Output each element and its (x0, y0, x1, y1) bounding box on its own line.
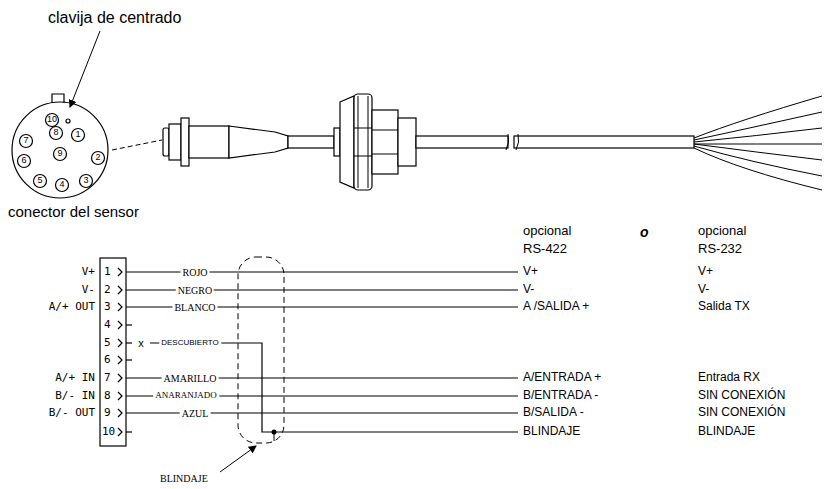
leader-line (220, 446, 256, 472)
pin-number: 8 (104, 390, 111, 402)
plug-body (163, 94, 694, 190)
pin-number: 5 (104, 337, 111, 349)
plug-detail (354, 96, 519, 188)
pin-number: 9 (104, 407, 111, 419)
pin-number: 4 (104, 319, 111, 331)
signal-name: B/- OUT (49, 407, 95, 419)
wire-color: DESCUBIERTO (159, 339, 221, 348)
shield-drain (274, 432, 275, 441)
signal-name: SIN CONEXIÓN (698, 406, 785, 419)
signal-name: A/ENTRADA + (523, 371, 601, 384)
pin-number: 7 (104, 372, 111, 384)
cut-mark: x (138, 337, 144, 349)
wire-color: BLANCO (172, 302, 217, 313)
option-label: opcional (698, 224, 746, 238)
signal-name: A/+ IN (55, 372, 95, 384)
signal-name: BLINDAJE (698, 425, 755, 438)
pin-number: 1 (104, 266, 111, 278)
pin-number: 5 (37, 176, 42, 186)
signal-name: B/ENTRADA - (523, 389, 598, 402)
pin-block (100, 258, 126, 446)
option-label: RS-232 (698, 242, 742, 256)
signal-name: A /SALIDA + (523, 300, 589, 313)
wire-color: AZUL (180, 408, 211, 419)
callout-text: clavija de centrado (48, 9, 181, 27)
signal-name: V- (523, 283, 534, 296)
signal-name: BLINDAJE (523, 425, 580, 438)
wire-color: ROJO (180, 267, 209, 278)
pin-number: 2 (95, 153, 100, 163)
pin-number: 2 (104, 284, 111, 296)
option-label: opcional (523, 224, 571, 238)
pin-number: 3 (83, 176, 88, 186)
pin-number: 4 (59, 180, 64, 190)
wire-color: NEGRO (176, 285, 214, 296)
callout-text: BLINDAJE (160, 473, 208, 484)
pin-number: 6 (21, 156, 26, 166)
pin-number: 7 (23, 136, 28, 146)
signal-name: V- (698, 283, 709, 296)
pin-number: 10 (47, 115, 57, 125)
signal-name: V+ (82, 266, 95, 278)
pin-number: 6 (104, 354, 111, 366)
wire-fan (694, 96, 822, 190)
option-label: RS-422 (523, 242, 567, 256)
connector-face (12, 94, 108, 198)
pin-number: 8 (53, 128, 58, 138)
signal-name: Salida TX (698, 300, 750, 313)
signal-name: V+ (523, 265, 538, 278)
wire-color: AMARILLO (162, 373, 219, 384)
dashed-line (112, 140, 162, 150)
signal-name: Entrada RX (698, 371, 760, 384)
pin-number: 9 (57, 149, 62, 159)
caption-text: conector del sensor (8, 204, 139, 221)
signal-name: A/+ OUT (49, 301, 95, 313)
leader-line (70, 31, 100, 107)
signal-name: B/- IN (55, 390, 95, 402)
or-label: o (640, 225, 649, 240)
signal-name: V+ (698, 265, 713, 278)
signal-name: V- (82, 284, 95, 296)
pin-number: 3 (104, 301, 111, 313)
signal-name: B/SALIDA - (523, 406, 584, 419)
wire-color: ANARANJADO (153, 391, 219, 401)
pin-number: 1 (75, 130, 80, 140)
signal-name: SIN CONEXIÓN (698, 389, 785, 402)
cable-shield (238, 257, 284, 443)
wires (126, 272, 518, 432)
pin-number: 10 (102, 426, 115, 438)
